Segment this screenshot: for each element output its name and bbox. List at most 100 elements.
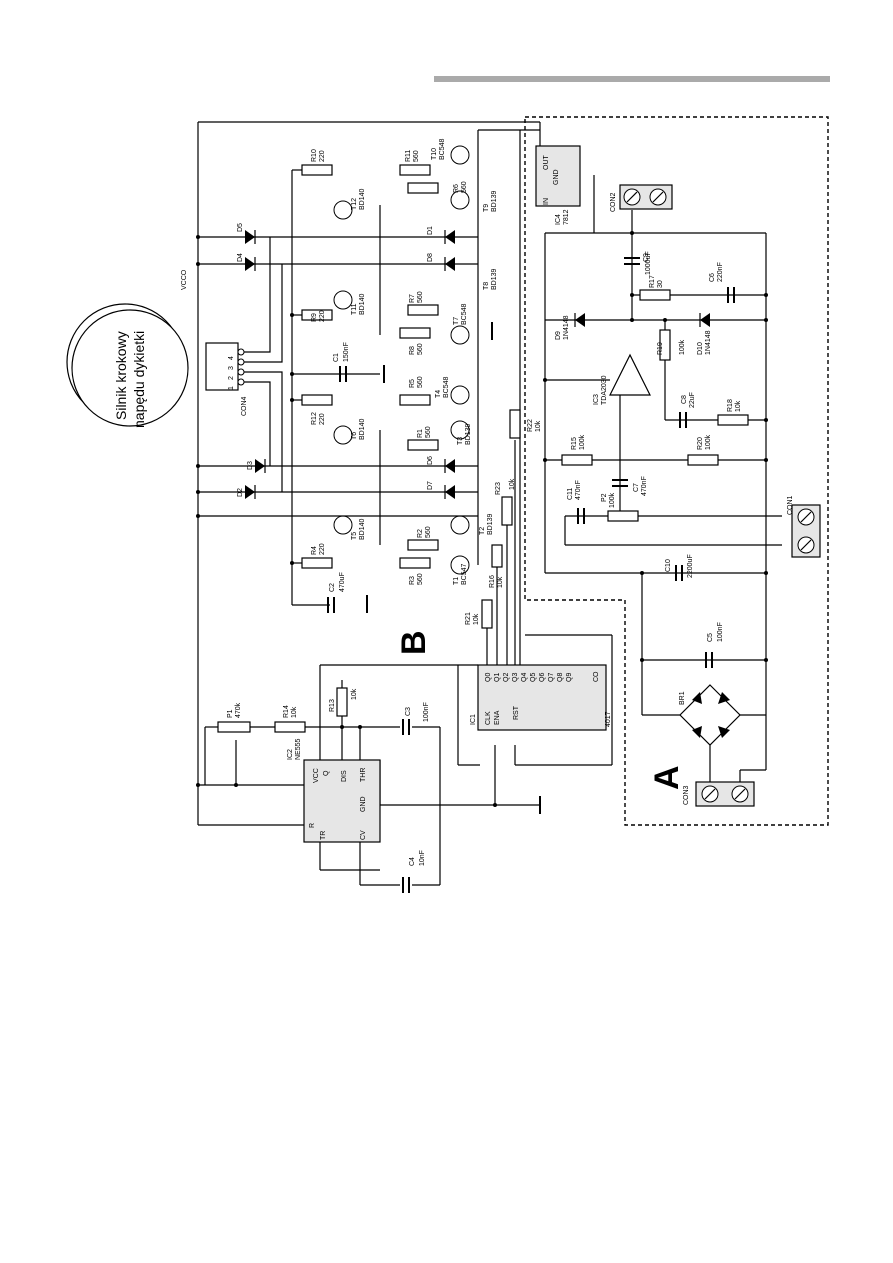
svg-text:BD140: BD140 [359, 518, 366, 540]
svg-text:10k: 10k [351, 688, 358, 700]
section-b-label: B [395, 630, 433, 655]
ic2-gnd: GND [360, 796, 367, 812]
svg-text:T11: T11 [351, 303, 358, 315]
svg-text:D7: D7 [427, 481, 434, 490]
con2-terminal [619, 184, 673, 210]
svg-text:BD139: BD139 [465, 423, 472, 445]
svg-text:D9: D9 [555, 331, 562, 340]
svg-text:30: 30 [657, 280, 664, 288]
svg-text:220: 220 [319, 150, 326, 162]
svg-text:C4: C4 [409, 857, 416, 866]
svg-text:C11: C11 [567, 488, 574, 500]
ic1-q7: Q7 [548, 673, 555, 682]
ic4-regulator [535, 145, 581, 207]
svg-text:T1: T1 [453, 577, 460, 585]
ic2-r: R [309, 823, 316, 828]
resistor-labels: R1 560 R2 560 R3 560 R4 220 R5 560 R6 56… [227, 149, 742, 718]
transistor-labels: T1 BC547 T2 BD139 T3 BD139 T4 BC548 T5 B… [351, 138, 498, 585]
labels: B A OUT GND IN IC4 7812 CON2 IC3 TDA2030… [287, 155, 794, 841]
svg-text:BD140: BD140 [359, 293, 366, 315]
svg-text:T4: T4 [435, 390, 442, 398]
ic1-q5: Q5 [530, 673, 537, 682]
svg-text:BD139: BD139 [487, 513, 494, 535]
svg-text:R3: R3 [409, 576, 416, 585]
section-a-label: A [648, 765, 686, 790]
svg-text:560: 560 [417, 291, 424, 303]
con4-label: CON4 [241, 396, 248, 416]
svg-text:D6: D6 [427, 456, 434, 465]
svg-text:R21: R21 [465, 612, 472, 625]
transistors [333, 145, 470, 575]
ic1-q8: Q8 [557, 673, 564, 682]
svg-text:BD140: BD140 [359, 188, 366, 210]
capacitor-labels: C1 150nF C2 470uF C3 100nF C4 10nF C5 10… [329, 251, 724, 866]
ic1-q3: Q3 [512, 673, 519, 682]
svg-text:R18: R18 [727, 399, 734, 412]
ic1-q4: Q4 [521, 673, 528, 682]
svg-text:T8: T8 [483, 282, 490, 290]
svg-text:C10: C10 [665, 559, 672, 572]
svg-text:D8: D8 [427, 253, 434, 262]
svg-text:R4: R4 [311, 546, 318, 555]
svg-text:100k: 100k [609, 492, 616, 508]
svg-text:R2: R2 [417, 529, 424, 538]
con3-label: CON3 [683, 785, 690, 805]
svg-text:T10: T10 [431, 148, 438, 160]
svg-text:BC548: BC548 [461, 303, 468, 325]
ic2-q: Q [323, 770, 330, 776]
svg-text:560: 560 [417, 343, 424, 355]
svg-text:470nF: 470nF [641, 476, 648, 496]
svg-text:2200uF: 2200uF [687, 554, 694, 578]
svg-text:150nF: 150nF [343, 342, 350, 362]
svg-text:C1: C1 [333, 353, 340, 362]
svg-text:R19: R19 [657, 342, 664, 355]
svg-text:22uF: 22uF [689, 392, 696, 408]
svg-text:T7: T7 [453, 317, 460, 325]
capacitors [327, 257, 735, 893]
svg-text:T6: T6 [351, 432, 358, 440]
svg-text:560: 560 [417, 376, 424, 388]
svg-text:470nF: 470nF [575, 480, 582, 500]
ic2-thr: THR [360, 768, 367, 782]
svg-text:T5: T5 [351, 532, 358, 540]
motor-label-line1: Silnik krokowy [113, 331, 129, 420]
svg-text:R17: R17 [649, 275, 656, 288]
svg-text:220nF: 220nF [717, 262, 724, 282]
svg-text:220: 220 [319, 413, 326, 425]
svg-text:100k: 100k [705, 434, 712, 450]
ic4-ref: IC4 [555, 214, 562, 225]
ic2-dis: DIS [341, 770, 348, 782]
con1-label: CON1 [787, 495, 794, 515]
svg-text:560: 560 [461, 181, 468, 193]
svg-text:R14: R14 [283, 705, 290, 718]
svg-text:BC548: BC548 [439, 138, 446, 160]
svg-text:R13: R13 [329, 699, 336, 712]
svg-text:10k: 10k [535, 420, 542, 432]
svg-text:C8: C8 [681, 395, 688, 404]
svg-text:R8: R8 [409, 346, 416, 355]
con3-terminal [695, 781, 755, 807]
svg-text:BD139: BD139 [491, 190, 498, 212]
svg-text:1N4148: 1N4148 [705, 330, 712, 355]
svg-text:P1: P1 [227, 709, 234, 718]
svg-text:T9: T9 [483, 204, 490, 212]
con4-pin-4: 4 [228, 356, 235, 360]
stepper-motor: Silnik krokowy napędu dykietki [66, 303, 189, 428]
svg-text:D2: D2 [237, 488, 244, 497]
svg-text:470k: 470k [235, 702, 242, 718]
ic2-type: NE555 [295, 738, 302, 760]
ic1-counter [477, 664, 607, 731]
ic1-ena: ENA [494, 710, 501, 725]
svg-text:R12: R12 [311, 412, 318, 425]
ic1-q9: Q9 [566, 673, 573, 682]
svg-text:R10: R10 [311, 149, 318, 162]
svg-text:10k: 10k [497, 576, 504, 588]
ic2-timer [303, 759, 381, 843]
ic1-rst: RST [513, 705, 520, 720]
con4-connector: 1 2 3 4 CON4 [205, 237, 283, 492]
header-bar [434, 76, 830, 82]
svg-text:BC547: BC547 [461, 563, 468, 585]
ic4-gnd: GND [553, 169, 560, 185]
